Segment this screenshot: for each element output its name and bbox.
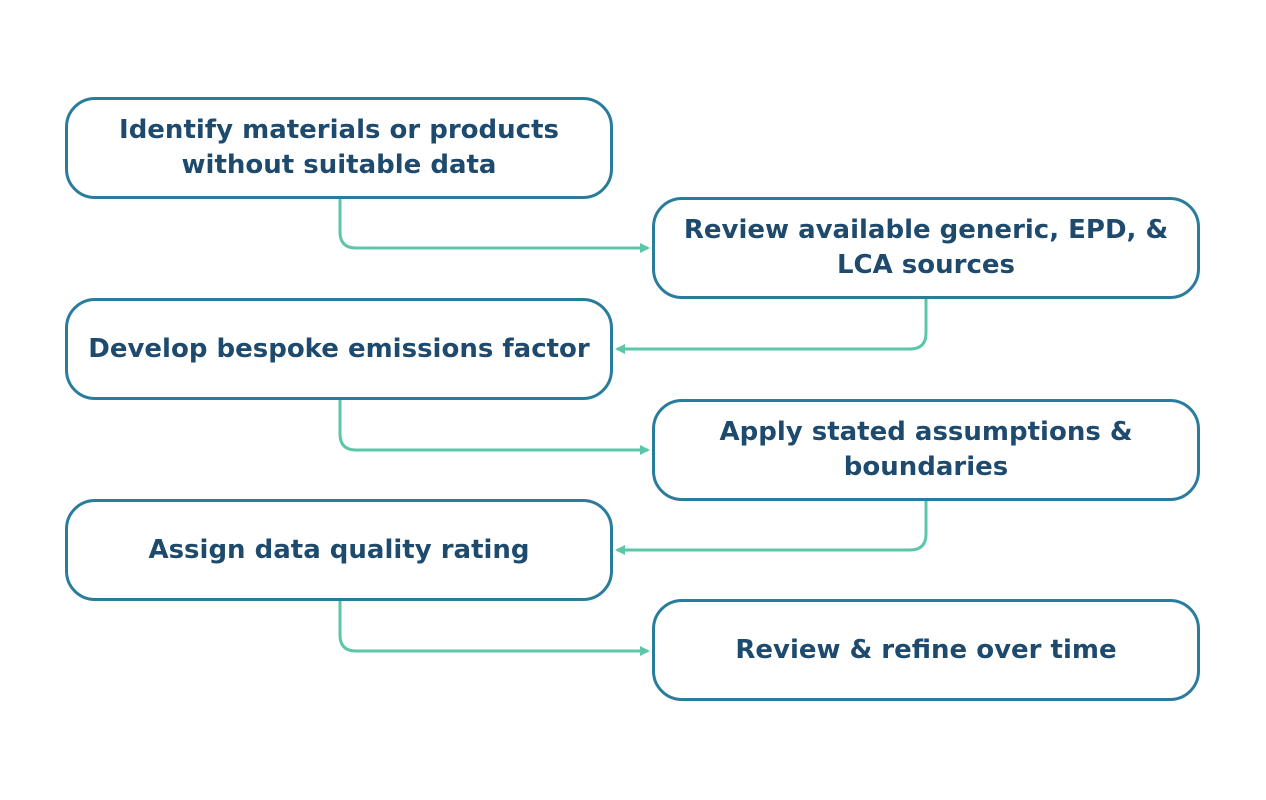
step-label: Identify materials or products without s… [119, 115, 559, 180]
connector-step4-step5 [615, 501, 928, 555]
step-apply-assumptions: Apply stated assumptions & boundaries [652, 399, 1200, 501]
connector-step2-step3 [615, 299, 928, 354]
connector-step1-step2 [338, 199, 650, 253]
step-review-sources: Review available generic, EPD, & LCA sou… [652, 197, 1200, 299]
step-label: Assign data quality rating [148, 534, 530, 565]
step-label: Develop bespoke emissions factor [88, 333, 590, 364]
step-label: Review available generic, EPD, & LCA sou… [683, 215, 1169, 280]
step-review-refine: Review & refine over time [652, 599, 1200, 701]
step-develop-emissions-factor: Develop bespoke emissions factor [65, 298, 613, 400]
connector-step5-step6 [338, 601, 650, 656]
step-assign-quality-rating: Assign data quality rating [65, 499, 613, 601]
step-label: Review & refine over time [735, 634, 1117, 665]
connector-step3-step4 [338, 400, 650, 455]
step-identify-materials: Identify materials or products without s… [65, 97, 613, 199]
step-label: Apply stated assumptions & boundaries [719, 417, 1133, 482]
